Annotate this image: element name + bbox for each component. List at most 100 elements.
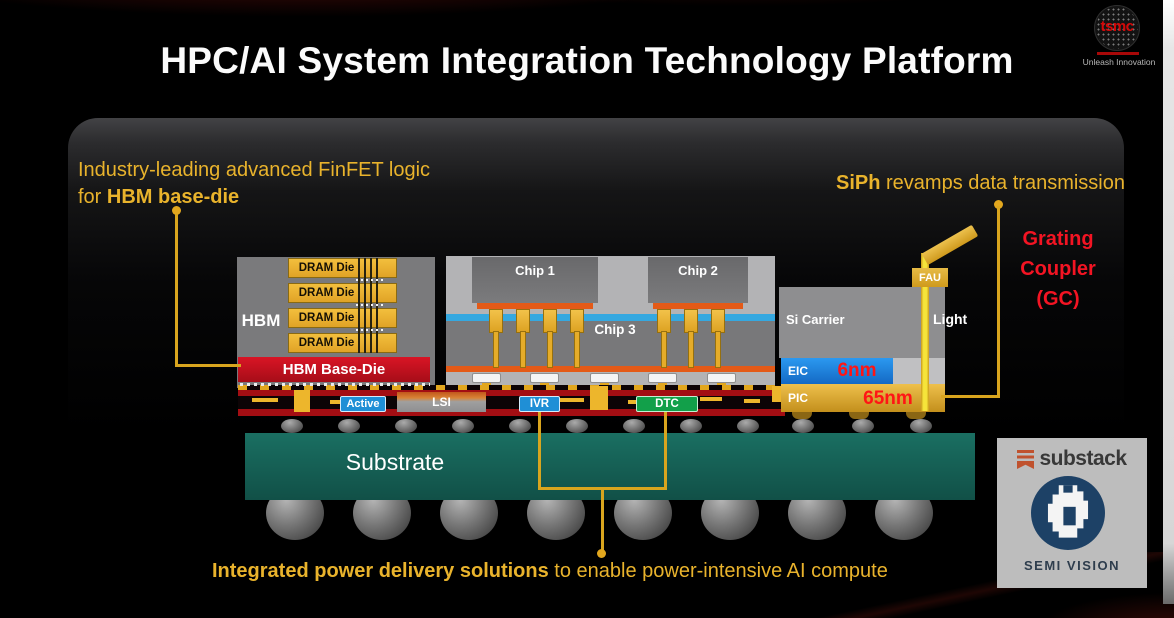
power-bracket-stem: [601, 489, 604, 551]
power-rest: to enable power-intensive AI compute: [548, 560, 888, 582]
tsv-pillar: [543, 309, 557, 333]
substack-logo-row: substack: [997, 447, 1147, 471]
slide-title: HPC/AI System Integration Technology Pla…: [160, 40, 1014, 81]
soc-pad: [530, 373, 559, 383]
substack-icon: [1017, 449, 1035, 469]
eic-node-label: 6nm: [837, 360, 877, 381]
tsv-pillar-stem: [574, 331, 580, 368]
soc-pad: [590, 373, 619, 383]
power-callout: Integrated power delivery solutions to e…: [212, 560, 888, 583]
soc-bottom-bond-line: [446, 366, 775, 372]
dram-die-3: DRAM Die: [288, 308, 397, 328]
light-label: Light: [933, 311, 968, 327]
chip1: Chip 1: [472, 257, 598, 303]
tsv-pillar: [684, 309, 698, 333]
semivision-logo-icon: [1031, 476, 1105, 550]
power-connector-dot: [597, 549, 606, 558]
dram-die-2: DRAM Die: [288, 283, 397, 303]
pic-bump: [792, 412, 812, 419]
c4-bump: [852, 419, 874, 433]
chip3-label: Chip 3: [594, 322, 636, 337]
c4-bump: [338, 419, 360, 433]
power-bracket-right: [664, 412, 667, 488]
finfet-line2: for HBM base-die: [78, 184, 430, 211]
soc-pad: [648, 373, 677, 383]
rdl-red-layer-top: [238, 390, 785, 396]
c4-bump: [281, 419, 303, 433]
tsmc-red-bar: [1097, 52, 1139, 55]
c4-bump: [792, 419, 814, 433]
c4-bump: [509, 419, 531, 433]
eic-block: [781, 358, 893, 384]
finfet-line2-prefix: for: [78, 186, 107, 208]
c4-bump: [910, 419, 932, 433]
tsmc-tagline: Unleash Innovation: [1082, 57, 1156, 67]
pic-bump: [849, 412, 869, 419]
tsv-pillar-stem: [661, 331, 667, 368]
c4-bump: [395, 419, 417, 433]
siph-connector-hline: [941, 395, 1000, 398]
c4-bump: [680, 419, 702, 433]
pic-block: [781, 384, 945, 412]
chip2-bond-strip: [653, 303, 743, 309]
c4-bump: [737, 419, 759, 433]
microbump-dots: [356, 329, 384, 331]
rdl-via: [294, 390, 310, 412]
chip1-bond-strip: [477, 303, 593, 309]
tsv-pillar-stem: [688, 331, 694, 368]
tsmc-wordmark: tsmc: [1100, 18, 1134, 35]
tsv-pillar: [711, 309, 725, 333]
c4-bump: [623, 419, 645, 433]
tsv-pillar: [516, 309, 530, 333]
tsmc-wafer-logo-icon: tsmc: [1094, 5, 1140, 51]
rdl-trace: [744, 399, 760, 403]
tsv-pillar: [657, 309, 671, 333]
hbm-label: HBM: [241, 311, 281, 330]
siph-connector-vline: [997, 206, 1000, 398]
rdl-trace: [700, 397, 722, 401]
rdl-trace: [628, 400, 642, 404]
ivr-die-label: IVR: [519, 396, 560, 412]
tsv-pillar: [570, 309, 584, 333]
grating-coupler-callout: Grating Coupler (GC): [1002, 224, 1114, 314]
dram-die-4: DRAM Die: [288, 333, 397, 353]
siph-callout: SiPh revamps data transmission: [836, 172, 1125, 195]
pic-label: PIC: [788, 391, 809, 405]
si-carrier-block: [779, 287, 945, 358]
finfet-callout: Industry-leading advanced FinFET logic f…: [78, 157, 430, 211]
si-carrier-label: Si Carrier: [786, 312, 845, 327]
siph-rest: revamps data transmission: [880, 172, 1125, 194]
fau-label: FAU: [912, 268, 948, 287]
pic-bump: [906, 412, 926, 419]
hbm-base-die: HBM Base-Die: [238, 357, 430, 382]
rdl-trace: [252, 398, 278, 402]
grating-line2: Coupler: [1020, 258, 1096, 280]
c4-bump: [566, 419, 588, 433]
rdl-trace: [556, 398, 584, 402]
dtc-die-label: DTC: [636, 396, 698, 412]
finfet-line1: Industry-leading advanced FinFET logic: [78, 159, 431, 181]
eic-label: EIC: [788, 364, 809, 378]
tsv-pillar-stem: [493, 331, 499, 368]
power-bracket-left: [538, 412, 541, 488]
power-bracket-bottom: [538, 487, 667, 490]
substrate-label: Substrate: [345, 449, 445, 475]
finfet-line2-bold: HBM base-die: [106, 186, 240, 208]
siph-bold: SiPh: [836, 172, 881, 194]
active-die-label: Active: [340, 396, 386, 412]
finfet-connector-vline: [175, 214, 178, 366]
grating-line1: Grating: [1022, 228, 1094, 250]
rdl-trace: [330, 400, 348, 404]
substack-wordmark: substack: [1039, 447, 1127, 470]
soc-pad: [707, 373, 736, 383]
screen-edge-white-strip: [1163, 0, 1174, 604]
siph-connector-dot: [994, 200, 1003, 209]
dram-die-1: DRAM Die: [288, 258, 397, 278]
chip2: Chip 2: [648, 257, 748, 303]
tsv-pillar: [489, 309, 503, 333]
semivision-label: SEMI VISION: [1024, 558, 1120, 573]
soc-pad: [472, 373, 501, 383]
tsv-pillar-stem: [547, 331, 553, 368]
microbump-dots: [356, 304, 384, 306]
